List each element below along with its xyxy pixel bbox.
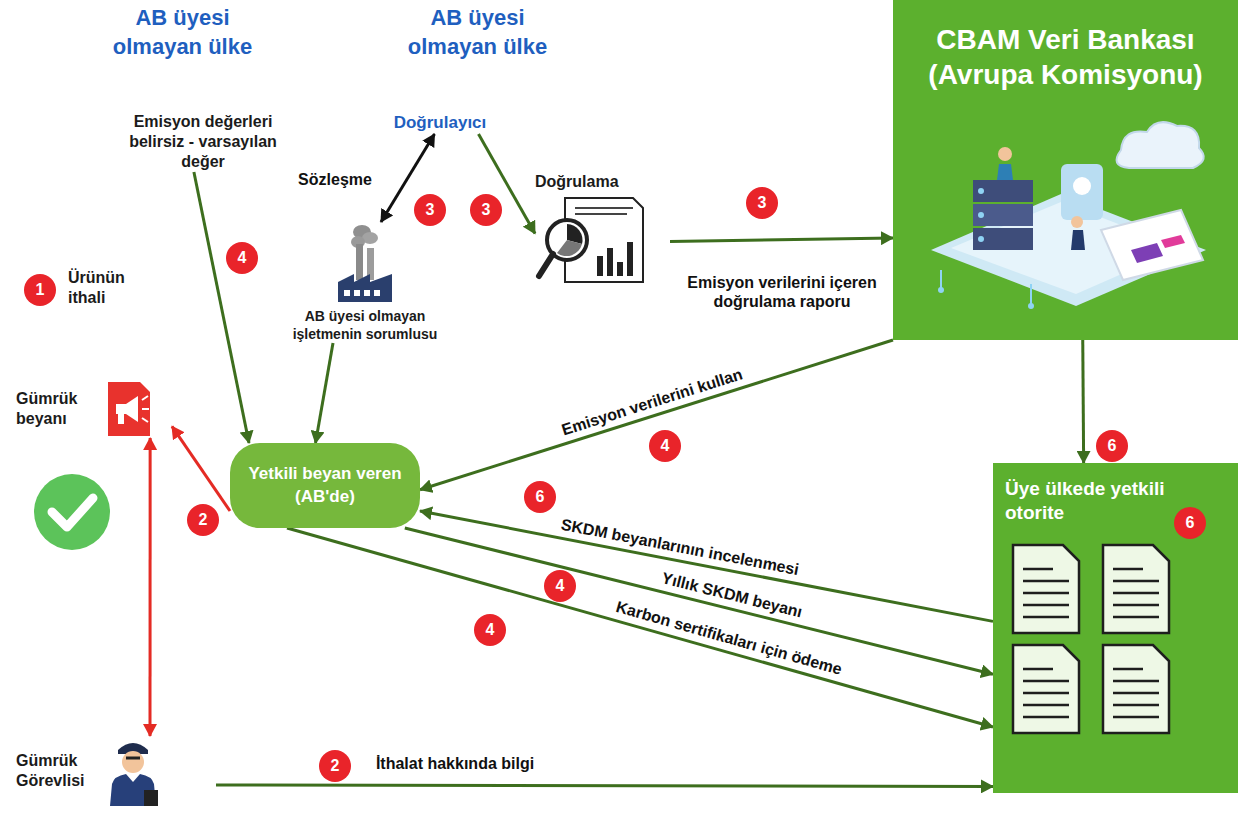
database-illustration	[911, 110, 1221, 310]
flow-arrow	[194, 172, 249, 443]
callout-number: 1	[24, 274, 56, 306]
flow-arrow	[216, 785, 993, 786]
flow-arrow	[316, 343, 334, 443]
flow-arrow	[670, 238, 893, 241]
step-label: Ürünün ithali	[68, 268, 148, 308]
callout-number: 6	[1174, 507, 1206, 539]
documents-icon	[1005, 539, 1185, 739]
edge-label: İthalat hakkında bilgi	[373, 754, 537, 773]
edge-label: SKDM beyanlarının incelenmesi	[557, 514, 804, 580]
node-text: Doğrulama	[535, 172, 619, 192]
flow-arrow	[420, 340, 893, 490]
region-heading: AB üyesi olmayan ülke	[95, 4, 270, 61]
customs-officer: Gümrük Görevlisi	[16, 736, 216, 806]
database-box: CBAM Veri Bankası (Avrupa Komisyonu)	[893, 0, 1238, 340]
callout-number: 4	[474, 614, 506, 646]
node-text: Gümrük Görevlisi	[16, 751, 96, 791]
default-value-note: Emisyon değerleri belirsiz - varsayılan …	[112, 112, 294, 172]
flow-arrow	[420, 511, 993, 621]
callout-number: 2	[319, 750, 351, 782]
callout-number: 4	[649, 430, 681, 462]
factory-icon	[330, 222, 400, 302]
check-circle	[34, 474, 110, 550]
callout-number: 6	[524, 481, 556, 513]
flow-arrow	[1081, 340, 1085, 463]
installation-node: AB üyesi olmayan işletmenin sorumlusu	[285, 222, 445, 343]
callout-number: 2	[187, 504, 219, 536]
customs-declaration: Gümrük beyanı	[16, 380, 172, 438]
callout-number: 4	[544, 570, 576, 602]
customs-declaration-icon	[104, 380, 154, 438]
callout-number: 6	[1096, 430, 1128, 462]
flow-arrow	[172, 426, 230, 511]
callout-number: 3	[746, 187, 778, 219]
customs-officer-icon	[104, 736, 162, 806]
node-text: AB üyesi olmayan işletmenin sorumlusu	[285, 308, 445, 343]
flow-arrow	[149, 438, 152, 736]
report-node: Doğrulama	[535, 172, 670, 284]
verification-report-icon	[535, 196, 645, 284]
declarant-pill: Yetkili beyan veren (AB'de)	[230, 443, 420, 528]
node-text: CBAM Veri Bankası (Avrupa Komisyonu)	[903, 22, 1228, 92]
callout-number: 3	[470, 194, 502, 226]
callout-number: 3	[414, 194, 446, 226]
node-text: Doğrulayıcı	[394, 112, 487, 134]
node-text: Emisyon değerleri belirsiz - varsayılan …	[112, 112, 294, 172]
callout-number: 4	[226, 242, 258, 274]
edge-label: Emisyon verilerini kullan	[557, 363, 748, 440]
verifier-label: Doğrulayıcı	[385, 112, 495, 134]
node-text: Yetkili beyan veren (AB'de)	[244, 463, 406, 507]
edge-label: Emisyon verilerini içeren doğrulama rapo…	[674, 273, 890, 311]
flow-arrow	[287, 528, 993, 727]
edge-label: Sözleşme	[295, 170, 375, 189]
node-text: Üye ülkede yetkili otorite	[1005, 477, 1170, 525]
region-heading: AB üyesi olmayan ülke	[390, 4, 565, 61]
node-text: Gümrük beyanı	[16, 389, 96, 429]
check-mark	[52, 498, 93, 527]
